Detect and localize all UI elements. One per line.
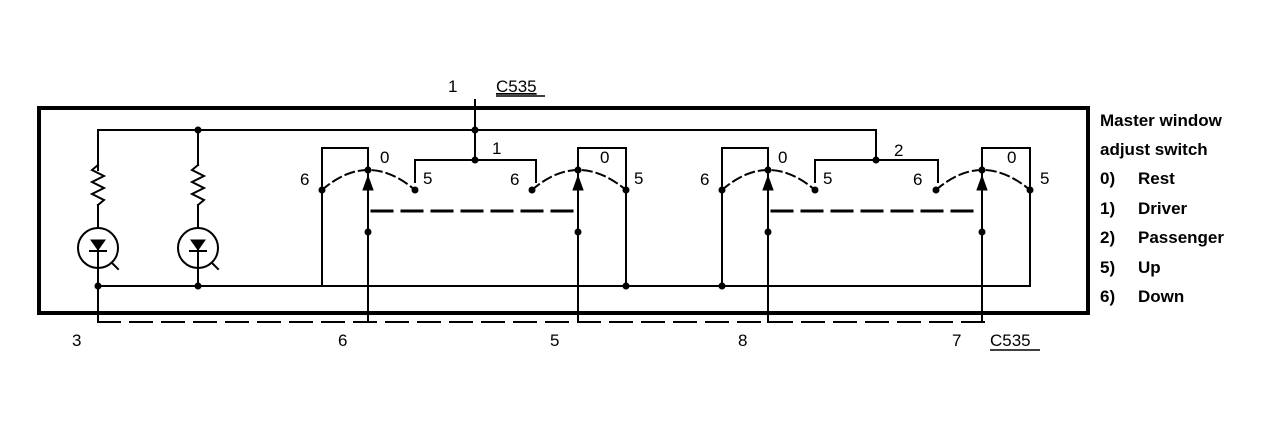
pos-label: 6	[700, 170, 709, 189]
bottom-pin-label: 8	[738, 331, 747, 350]
pos-label: 6	[510, 170, 519, 189]
legend: Master window adjust switch 0) Rest 1) D…	[1100, 106, 1280, 312]
pos-label: 5	[823, 169, 832, 188]
legend-text: Driver	[1138, 198, 1188, 218]
pos-label: 6	[300, 170, 309, 189]
legend-text: Up	[1138, 257, 1161, 277]
legend-title-line1: Master window	[1100, 111, 1222, 130]
legend-item: 6) Down	[1100, 282, 1280, 312]
legend-item: 2) Passenger	[1100, 223, 1280, 253]
legend-code: 2)	[1100, 228, 1116, 247]
bus-label-passenger: 2	[894, 141, 903, 160]
illumination-lamp-1	[77, 129, 120, 287]
legend-item: 1) Driver	[1100, 194, 1280, 224]
pos-label: 0	[380, 148, 389, 167]
bottom-pin-label: 6	[338, 331, 347, 350]
top-connector-label: C535	[496, 77, 537, 96]
bottom-pin-label: 7	[952, 331, 961, 350]
top-bus	[97, 129, 877, 171]
legend-title-line2: adjust switch	[1100, 140, 1208, 159]
pos-label: 5	[423, 169, 432, 188]
bottom-pin-label: 5	[550, 331, 559, 350]
bottom-pin-label: 3	[72, 331, 81, 350]
pos-label: 0	[778, 148, 787, 167]
driver-switch	[320, 147, 628, 323]
legend-text: Passenger	[1138, 228, 1224, 247]
pos-label: 0	[600, 148, 609, 167]
legend-code: 5)	[1100, 257, 1116, 277]
switch-housing	[37, 106, 1090, 315]
bus-label-driver: 1	[492, 139, 501, 158]
top-pin-label: 1	[448, 77, 457, 96]
legend-code: 1)	[1100, 198, 1116, 218]
pos-label: 5	[1040, 169, 1049, 188]
legend-text: Rest	[1138, 169, 1175, 188]
illumination-lamp-2	[177, 129, 220, 287]
pos-label: 6	[913, 170, 922, 189]
legend-code: 0)	[1100, 169, 1116, 188]
pos-label: 0	[1007, 148, 1016, 167]
legend-item: 0) Rest	[1100, 164, 1280, 194]
legend-text: Down	[1138, 287, 1185, 306]
legend-code: 6)	[1100, 287, 1116, 306]
legend-item: 5) Up	[1100, 253, 1280, 283]
bottom-connector-label: C535	[990, 331, 1031, 350]
junction-dots	[94, 126, 1034, 290]
pos-label: 5	[634, 169, 643, 188]
